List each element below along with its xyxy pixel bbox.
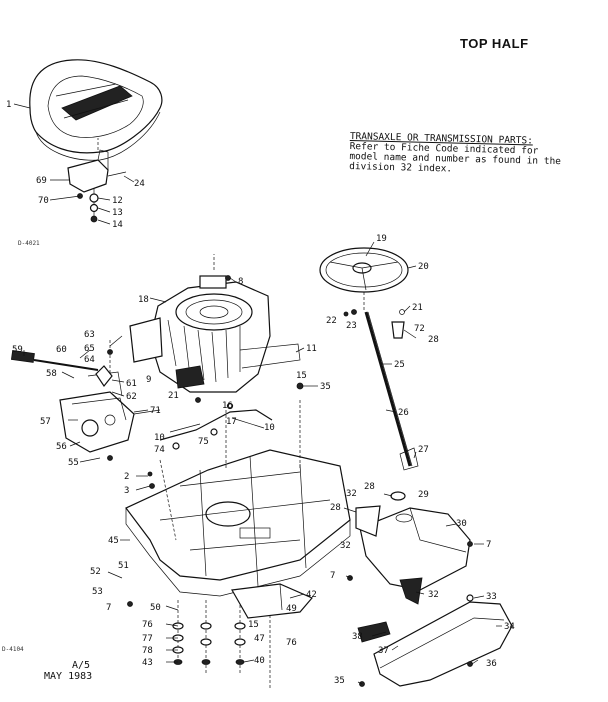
callout-21b: 21 bbox=[168, 391, 179, 401]
callout-3: 3 bbox=[124, 486, 129, 496]
callout-28b: 28 bbox=[364, 482, 375, 492]
lower-bracket bbox=[231, 583, 313, 619]
callout-28c: 28 bbox=[330, 503, 341, 513]
callout-56: 56 bbox=[56, 442, 67, 452]
callout-78: 78 bbox=[142, 646, 153, 656]
callout-labels: 1 69 24 70 12 13 14 19 20 8 18 21 22 23 … bbox=[6, 100, 515, 686]
callout-2: 2 bbox=[124, 472, 129, 482]
callout-1: 1 bbox=[6, 100, 11, 110]
callout-9: 9 bbox=[146, 375, 151, 385]
callout-50: 50 bbox=[150, 603, 161, 613]
callout-14: 14 bbox=[112, 220, 123, 230]
callout-60: 60 bbox=[56, 345, 67, 355]
callout-17: 17 bbox=[226, 417, 237, 427]
callout-35b: 35 bbox=[334, 676, 345, 686]
callout-63: 63 bbox=[84, 330, 95, 340]
callout-52: 52 bbox=[90, 567, 101, 577]
callout-33: 33 bbox=[486, 592, 497, 602]
callout-21: 21 bbox=[412, 303, 423, 313]
callout-34: 34 bbox=[504, 622, 515, 632]
footer: A/5 MAY 1983 bbox=[44, 660, 92, 682]
callout-75: 75 bbox=[198, 437, 209, 447]
gear-shift-assembly bbox=[10, 340, 161, 453]
callout-24: 24 bbox=[134, 179, 145, 189]
callout-45: 45 bbox=[108, 536, 119, 546]
callout-15: 15 bbox=[296, 371, 307, 381]
linkage-rods bbox=[159, 402, 273, 450]
callout-8: 8 bbox=[238, 277, 243, 287]
footer-page: A/5 bbox=[72, 660, 91, 671]
engine-illustration bbox=[129, 254, 301, 393]
callout-59: 59 bbox=[12, 345, 23, 355]
callout-72: 72 bbox=[414, 324, 425, 334]
callout-32a: 32 bbox=[346, 489, 357, 499]
callout-74: 74 bbox=[154, 445, 165, 455]
callout-12: 12 bbox=[112, 196, 123, 206]
page-title: TOP HALF bbox=[460, 36, 529, 51]
callout-35: 35 bbox=[320, 382, 331, 392]
callout-26: 26 bbox=[398, 408, 409, 418]
callout-27: 27 bbox=[418, 445, 429, 455]
callout-7a: 7 bbox=[486, 540, 491, 550]
callout-25: 25 bbox=[394, 360, 405, 370]
seat-bracket bbox=[67, 138, 127, 223]
callout-7c: 7 bbox=[106, 603, 111, 613]
callout-18: 18 bbox=[138, 295, 149, 305]
callout-15b: 15 bbox=[248, 620, 259, 630]
callout-7b: 7 bbox=[330, 571, 335, 581]
callout-10a: 10 bbox=[154, 433, 165, 443]
callout-77: 77 bbox=[142, 634, 153, 644]
callout-36: 36 bbox=[486, 659, 497, 669]
washer-stacks bbox=[172, 622, 246, 665]
callout-10b: 10 bbox=[264, 423, 275, 433]
callout-49: 49 bbox=[286, 604, 297, 614]
ref-code-upper: D-4021 bbox=[18, 240, 40, 247]
callout-47: 47 bbox=[254, 634, 265, 644]
callout-43: 43 bbox=[142, 658, 153, 668]
callout-64: 64 bbox=[84, 355, 95, 365]
callout-22: 22 bbox=[326, 316, 337, 326]
callout-16: 16 bbox=[222, 401, 233, 411]
callout-28: 28 bbox=[428, 335, 439, 345]
ref-code-lower: D-4104 bbox=[2, 646, 24, 653]
chassis-plate bbox=[125, 400, 351, 690]
callout-58: 58 bbox=[46, 369, 57, 379]
footer-date: MAY 1983 bbox=[44, 671, 93, 682]
callout-65: 65 bbox=[84, 344, 95, 354]
callout-23: 23 bbox=[346, 321, 357, 331]
callout-57: 57 bbox=[40, 417, 51, 427]
callout-76a: 76 bbox=[142, 620, 153, 630]
seat-illustration bbox=[29, 59, 163, 161]
callout-11: 11 bbox=[306, 344, 317, 354]
front-bumper bbox=[357, 594, 513, 687]
callout-55: 55 bbox=[68, 458, 79, 468]
leader-lines bbox=[13, 103, 502, 685]
callout-38: 38 bbox=[352, 632, 363, 642]
callout-42: 42 bbox=[306, 590, 317, 600]
callout-40: 40 bbox=[254, 656, 265, 666]
steering-shaft bbox=[343, 309, 419, 471]
callout-61: 61 bbox=[126, 379, 137, 389]
callout-13: 13 bbox=[112, 208, 123, 218]
callout-32b: 32 bbox=[340, 541, 351, 551]
callout-69: 69 bbox=[36, 176, 47, 186]
callout-62: 62 bbox=[126, 392, 137, 402]
steering-wheel bbox=[319, 247, 409, 312]
callout-37: 37 bbox=[378, 646, 389, 656]
callout-30: 30 bbox=[456, 519, 467, 529]
cam-lever bbox=[399, 577, 423, 605]
callout-70: 70 bbox=[38, 196, 49, 206]
callout-53: 53 bbox=[92, 587, 103, 597]
callout-20: 20 bbox=[418, 262, 429, 272]
callout-71: 71 bbox=[150, 406, 161, 416]
callout-19: 19 bbox=[376, 234, 387, 244]
callout-51: 51 bbox=[118, 561, 129, 571]
dash-panel bbox=[355, 491, 471, 591]
callout-29: 29 bbox=[418, 490, 429, 500]
callout-76b: 76 bbox=[286, 638, 297, 648]
callout-32c: 32 bbox=[428, 590, 439, 600]
